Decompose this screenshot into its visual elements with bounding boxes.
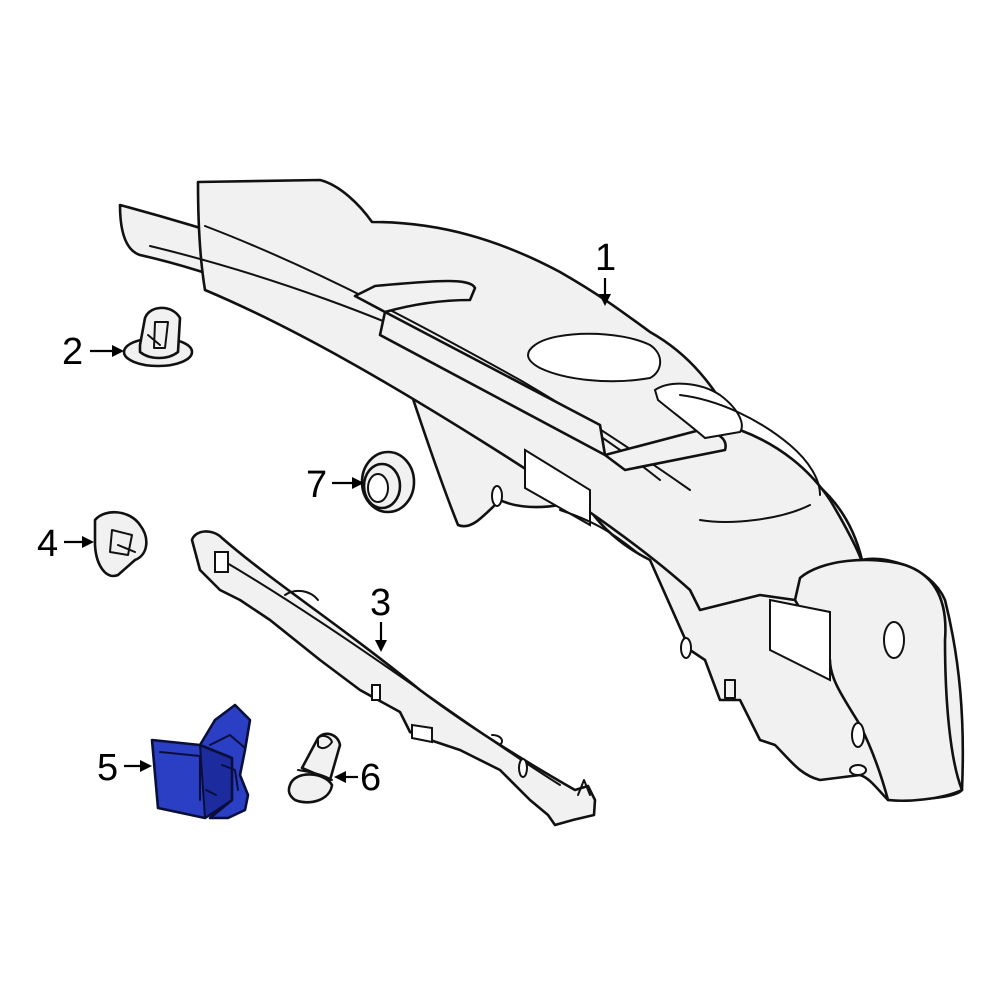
callout-7: 7 — [306, 464, 364, 506]
callout-label-6: 6 — [360, 757, 381, 799]
callout-label-5: 5 — [97, 747, 118, 789]
part-6-bulb[interactable] — [287, 732, 342, 804]
callout-3: 3 — [370, 582, 391, 652]
callout-2: 2 — [62, 331, 124, 373]
callout-label-7: 7 — [306, 464, 327, 506]
callout-label-2: 2 — [62, 331, 83, 373]
callout-label-1: 1 — [595, 237, 616, 279]
callout-5: 5 — [97, 747, 152, 789]
part-1-trunk-lid-trim-panel[interactable] — [118, 178, 965, 802]
callout-label-4: 4 — [37, 523, 58, 565]
part-3-lamp-housing[interactable] — [190, 530, 597, 827]
callout-6: 6 — [334, 757, 381, 799]
part-5-license-lamp[interactable] — [150, 703, 252, 820]
callout-1: 1 — [595, 237, 616, 306]
callout-4: 4 — [37, 523, 94, 565]
part-4-clip[interactable] — [93, 511, 148, 578]
part-7-grommet[interactable] — [360, 450, 416, 514]
callout-label-3: 3 — [370, 582, 391, 624]
part-2-clip[interactable] — [122, 306, 194, 368]
